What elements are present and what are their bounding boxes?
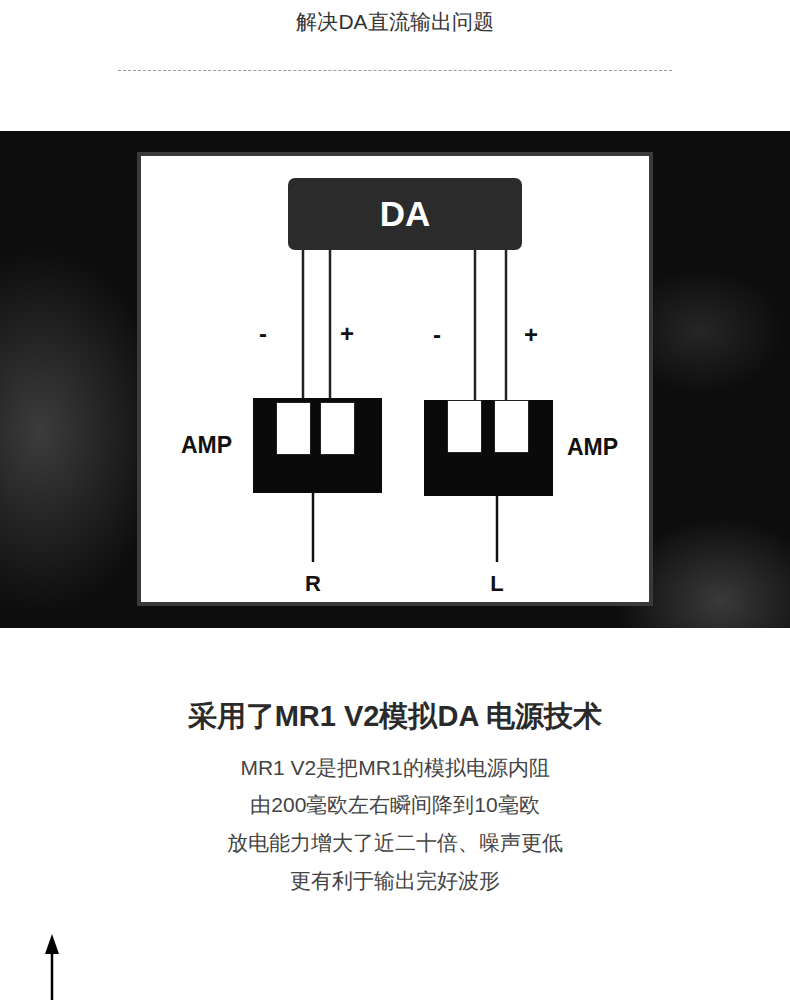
box-label: DA bbox=[380, 194, 431, 234]
body-text: MR1 V2是把MR1的模拟电源内阻 bbox=[0, 754, 790, 782]
polarity-label: + bbox=[524, 321, 538, 349]
polarity-label: + bbox=[340, 320, 354, 348]
da-box: DA bbox=[288, 178, 522, 250]
terminal-square bbox=[320, 402, 355, 455]
body-text: 更有利于输出完好波形 bbox=[0, 867, 790, 895]
arrow-shaft bbox=[51, 952, 54, 1000]
terminal-square bbox=[276, 402, 311, 455]
polarity-label: - bbox=[259, 320, 267, 348]
signal-wire bbox=[505, 250, 508, 400]
arrow-head bbox=[45, 934, 59, 954]
terminal-square bbox=[494, 400, 529, 453]
dashed-divider bbox=[118, 70, 672, 71]
body-text: 放电能力增大了近二十倍、噪声更低 bbox=[0, 829, 790, 857]
terminal-square bbox=[447, 400, 482, 453]
page-title: 解决DA直流输出问题 bbox=[0, 8, 790, 36]
polarity-label: - bbox=[433, 321, 441, 349]
signal-wire bbox=[329, 250, 332, 398]
output-wire bbox=[312, 493, 315, 562]
output-wire bbox=[496, 496, 499, 562]
channel-label: R bbox=[283, 571, 343, 597]
amp-label: AMP bbox=[567, 434, 618, 461]
signal-wire bbox=[302, 250, 305, 398]
body-text: 由200毫欧左右瞬间降到10毫欧 bbox=[0, 791, 790, 819]
amp-box: AMP bbox=[424, 400, 553, 496]
channel-label: L bbox=[467, 571, 527, 597]
amp-box: AMP bbox=[253, 398, 382, 493]
signal-wire bbox=[474, 250, 477, 400]
amp-label: AMP bbox=[181, 432, 232, 459]
section-heading: 采用了MR1 V2模拟DA 电源技术 bbox=[0, 697, 790, 737]
